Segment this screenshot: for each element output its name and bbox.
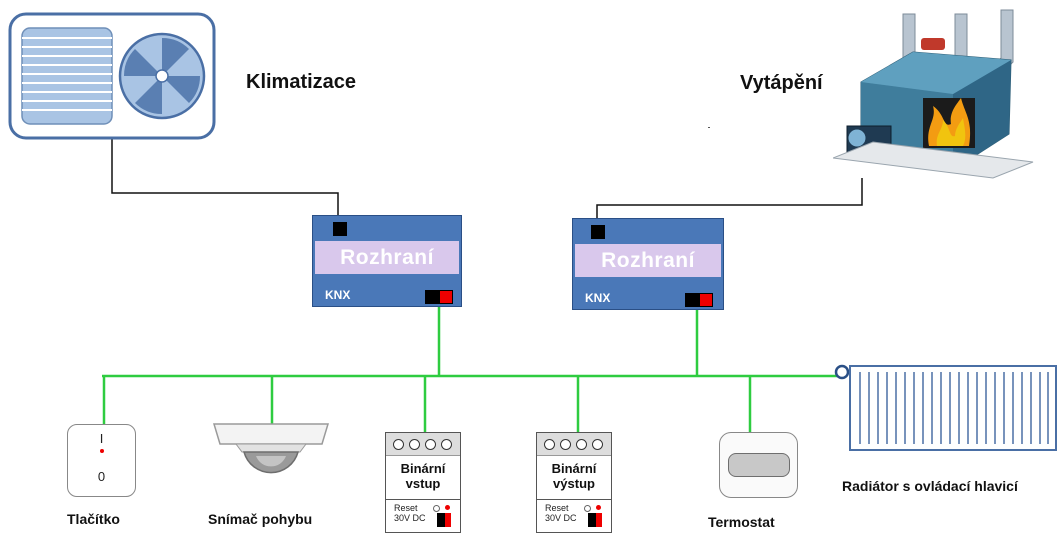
interface-1-label: Rozhraní <box>315 241 459 274</box>
push-button-led <box>100 449 104 453</box>
bus-terminal-red <box>445 513 451 527</box>
binary-output-terminals <box>537 433 611 456</box>
knx-interface-2: Rozhraní KNX <box>572 218 724 310</box>
radiator-label: Radiátor s ovládací hlavicí <box>842 478 1018 494</box>
reset-indicator <box>433 505 440 512</box>
interface-2-input-port <box>591 225 605 239</box>
tlacitko-label: Tlačítko <box>67 511 120 527</box>
stray-mark <box>708 127 710 128</box>
interface-1-bus-label: KNX <box>325 288 351 302</box>
thermostat-device <box>719 432 798 498</box>
binary-input-terminals <box>386 433 460 456</box>
reset-indicator <box>584 505 591 512</box>
binary-input-reset-label: Reset <box>394 503 418 513</box>
termostat-label: Termostat <box>708 514 775 530</box>
push-button-mark-on: I <box>99 431 104 446</box>
knx-interface-1: Rozhraní KNX <box>312 215 462 307</box>
binary-output-reset-label: Reset <box>545 503 569 513</box>
interface-2-bus-port-black <box>685 293 699 307</box>
bus-terminal-black <box>437 513 445 527</box>
interface-2-bus-label: KNX <box>585 291 611 305</box>
status-led <box>596 505 601 510</box>
ac-wire <box>111 138 339 220</box>
interface-1-bus-port-black <box>425 290 439 304</box>
snimac-label: Snímač pohybu <box>208 511 313 527</box>
bus-terminal-red <box>596 513 602 527</box>
interface-2-bus-port-red <box>699 293 713 307</box>
heater-wire <box>596 178 863 222</box>
interface-1-input-port <box>333 222 347 236</box>
binary-output-voltage-label: 30V DC <box>545 513 577 523</box>
status-led <box>445 505 450 510</box>
radiator-icon <box>849 365 1057 451</box>
thermostat-display <box>728 453 790 477</box>
binary-output-name: Binární výstup <box>551 461 597 491</box>
vytapeni-label: Vytápění <box>740 72 823 94</box>
radiator-valve <box>834 364 850 380</box>
push-button-device: I 0 <box>67 424 136 497</box>
binary-input-name: Binární vstup <box>400 461 446 491</box>
binary-input-module: Binární vstup Reset 30V DC <box>385 432 461 533</box>
interface-1-bus-port-red <box>439 290 453 304</box>
bus-terminal-black <box>588 513 596 527</box>
push-button-mark-off: 0 <box>97 469 106 484</box>
heater-boiler-icon <box>833 9 1034 179</box>
interface-2-label: Rozhraní <box>575 244 721 277</box>
air-conditioner-icon <box>8 12 216 140</box>
motion-sensor-icon <box>212 423 330 474</box>
klimatizace-label: Klimatizace <box>246 71 357 93</box>
binary-output-module: Binární výstup Reset 30V DC <box>536 432 612 533</box>
binary-input-voltage-label: 30V DC <box>394 513 426 523</box>
